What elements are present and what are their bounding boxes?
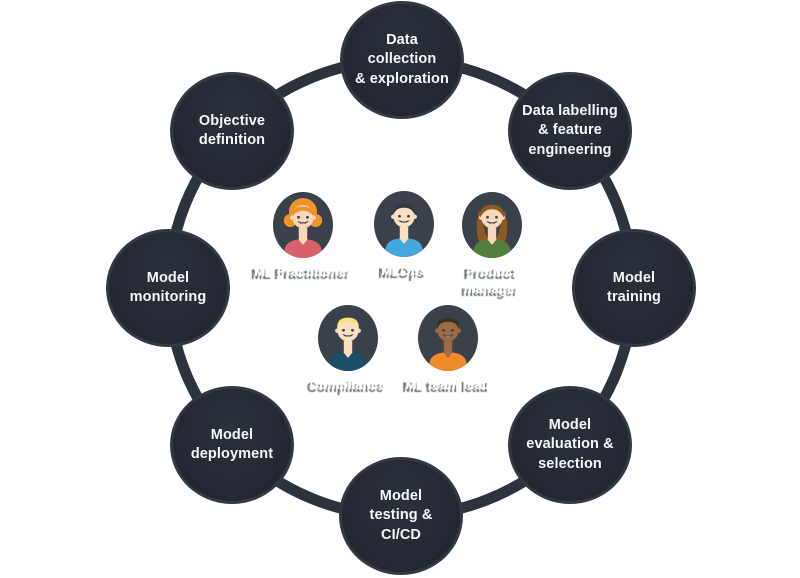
role-compliance: Compliance	[283, 305, 413, 393]
role-ml-team-lead: ML team lead	[383, 305, 513, 393]
node-label: Data collection & exploration	[355, 32, 449, 87]
role-label: ML Practitioner	[253, 264, 353, 279]
node-model-monitoring: Model monitoring	[106, 229, 230, 347]
node-model-training: Model training	[572, 229, 696, 347]
node-label: Model evaluation & selection	[526, 417, 614, 472]
role-product-manager: Product manager	[427, 192, 557, 298]
role-mlops: MLOps	[339, 191, 469, 279]
compliance-avatar-icon	[318, 305, 378, 371]
role-label: Compliance	[309, 377, 387, 392]
node-model-evaluation-selection: Model evaluation & selection	[508, 386, 632, 504]
node-label: Model training	[607, 269, 661, 305]
ml-practitioner-avatar-icon	[273, 192, 333, 258]
node-data-labelling-feature-engineering: Data labelling & feature engineering	[508, 72, 632, 190]
node-label: Objective definition	[198, 112, 266, 148]
node-label: Data labelling & feature engineering	[522, 103, 618, 158]
role-label: MLOps	[381, 263, 427, 278]
node-data-collection-exploration: Data collection & exploration	[340, 1, 464, 119]
node-label: Model testing & CI/CD	[369, 488, 433, 543]
role-label: Product manager	[463, 264, 521, 297]
mlops-avatar-icon	[374, 191, 434, 257]
role-label: ML team lead	[405, 377, 491, 392]
node-objective-definition: Objective definition	[170, 72, 294, 190]
product-manager-avatar-icon	[462, 192, 522, 258]
node-model-testing-cicd: Model testing & CI/CD	[339, 457, 463, 575]
node-label: Model deployment	[190, 426, 274, 462]
role-ml-practitioner: ML Practitioner	[238, 192, 368, 280]
node-model-deployment: Model deployment	[170, 386, 294, 504]
node-label: Model monitoring	[129, 269, 207, 305]
ml-team-lead-avatar-icon	[418, 305, 478, 371]
